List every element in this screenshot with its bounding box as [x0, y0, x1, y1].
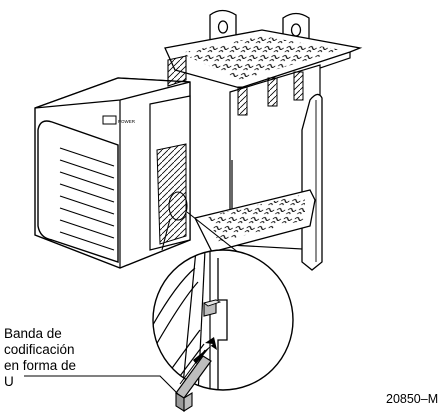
figure-id: 20850–M	[386, 392, 439, 406]
controller-module: POWER	[34, 77, 191, 269]
callout-line-1: Banda de	[4, 326, 62, 341]
top-vents	[180, 36, 342, 80]
keying-band-callout: Banda de codificación en forma de U	[4, 326, 124, 390]
callout-line-4: U	[4, 374, 14, 389]
power-indicator	[102, 115, 117, 125]
magnified-detail	[152, 249, 294, 391]
front-bezel	[37, 120, 119, 263]
slot-guides	[237, 71, 304, 116]
power-label: POWER	[118, 119, 136, 124]
callout-line-2: codificación	[4, 342, 75, 357]
callout-leader	[24, 375, 179, 395]
bezel-ribs	[59, 147, 115, 251]
chassis-end-cap	[301, 93, 323, 271]
u-keying-band	[175, 349, 212, 412]
inserted-card	[167, 55, 187, 87]
backplane-connector	[156, 143, 187, 245]
callout-line-3: en forma de	[4, 358, 77, 373]
